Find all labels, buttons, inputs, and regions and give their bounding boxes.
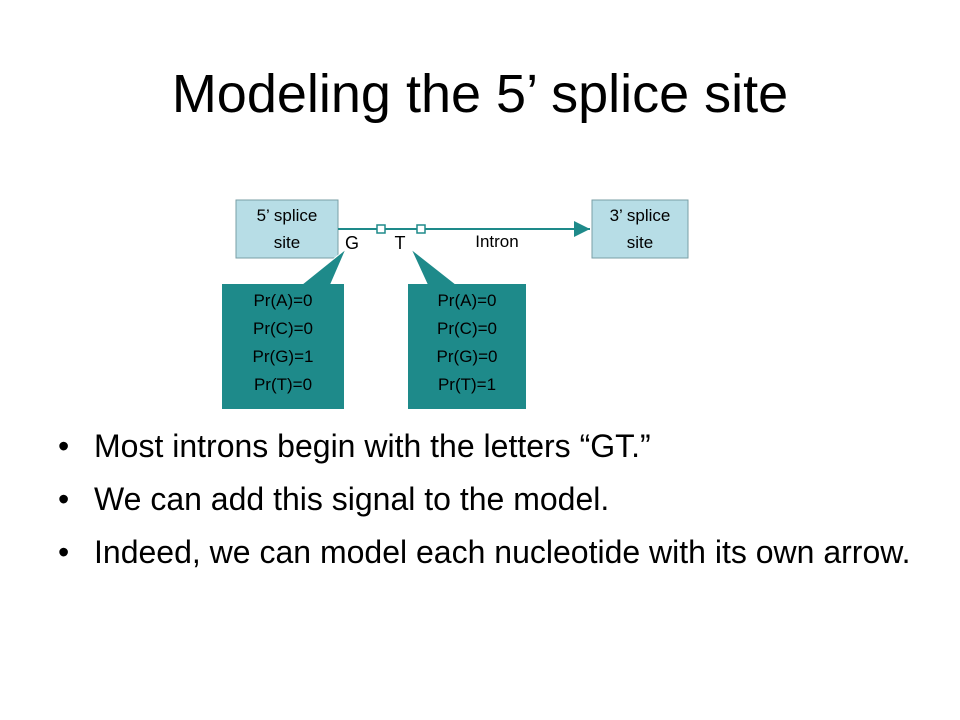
emission-t-line-3: Pr(G)=0 xyxy=(437,347,498,366)
emission-g-line-4: Pr(T)=0 xyxy=(254,375,312,394)
emission-g-line-2: Pr(C)=0 xyxy=(253,319,313,338)
emission-g-line-3: Pr(G)=1 xyxy=(253,347,314,366)
bullet-dot-icon: • xyxy=(58,534,70,570)
bullet-dot-icon: • xyxy=(58,428,70,464)
five-prime-label-line2: site xyxy=(274,233,300,252)
t-node-marker xyxy=(416,224,426,234)
emission-callout-t-pointer xyxy=(410,248,460,287)
bullet-item: • We can add this signal to the model. xyxy=(58,481,918,518)
bullet-text: Indeed, we can model each nucleotide wit… xyxy=(94,534,911,570)
three-prime-label-line2: site xyxy=(627,233,653,252)
bullet-item: • Most introns begin with the letters “G… xyxy=(58,428,918,465)
emission-g-line-1: Pr(A)=0 xyxy=(253,291,312,310)
slide-title: Modeling the 5’ splice site xyxy=(171,64,789,124)
bullet-dot-icon: • xyxy=(58,481,70,517)
emission-callout-t: Pr(A)=0 Pr(C)=0 Pr(G)=0 Pr(T)=1 xyxy=(408,248,526,409)
bullet-text: We can add this signal to the model. xyxy=(94,481,610,517)
bullet-item: • Indeed, we can model each nucleotide w… xyxy=(58,534,918,571)
emission-t-line-1: Pr(A)=0 xyxy=(437,291,496,310)
five-prime-splice-site-state: 5’ splice site xyxy=(235,199,339,259)
three-prime-label-line1: 3’ splice xyxy=(610,206,671,225)
emission-callout-g: Pr(A)=0 Pr(C)=0 Pr(G)=1 Pr(T)=0 xyxy=(222,248,347,409)
emission-t-line-2: Pr(C)=0 xyxy=(437,319,497,338)
g-node-marker xyxy=(376,224,386,234)
nucleotide-g-label: G xyxy=(345,233,359,253)
emission-t-line-4: Pr(T)=1 xyxy=(438,375,496,394)
bullet-text: Most introns begin with the letters “GT.… xyxy=(94,428,651,464)
nucleotide-t-label: T xyxy=(395,233,406,253)
five-prime-label-line1: 5’ splice xyxy=(257,206,318,225)
three-prime-splice-site-state: 3’ splice site xyxy=(591,199,689,259)
bullet-list: • Most introns begin with the letters “G… xyxy=(58,428,918,587)
intron-label: Intron xyxy=(475,232,518,251)
